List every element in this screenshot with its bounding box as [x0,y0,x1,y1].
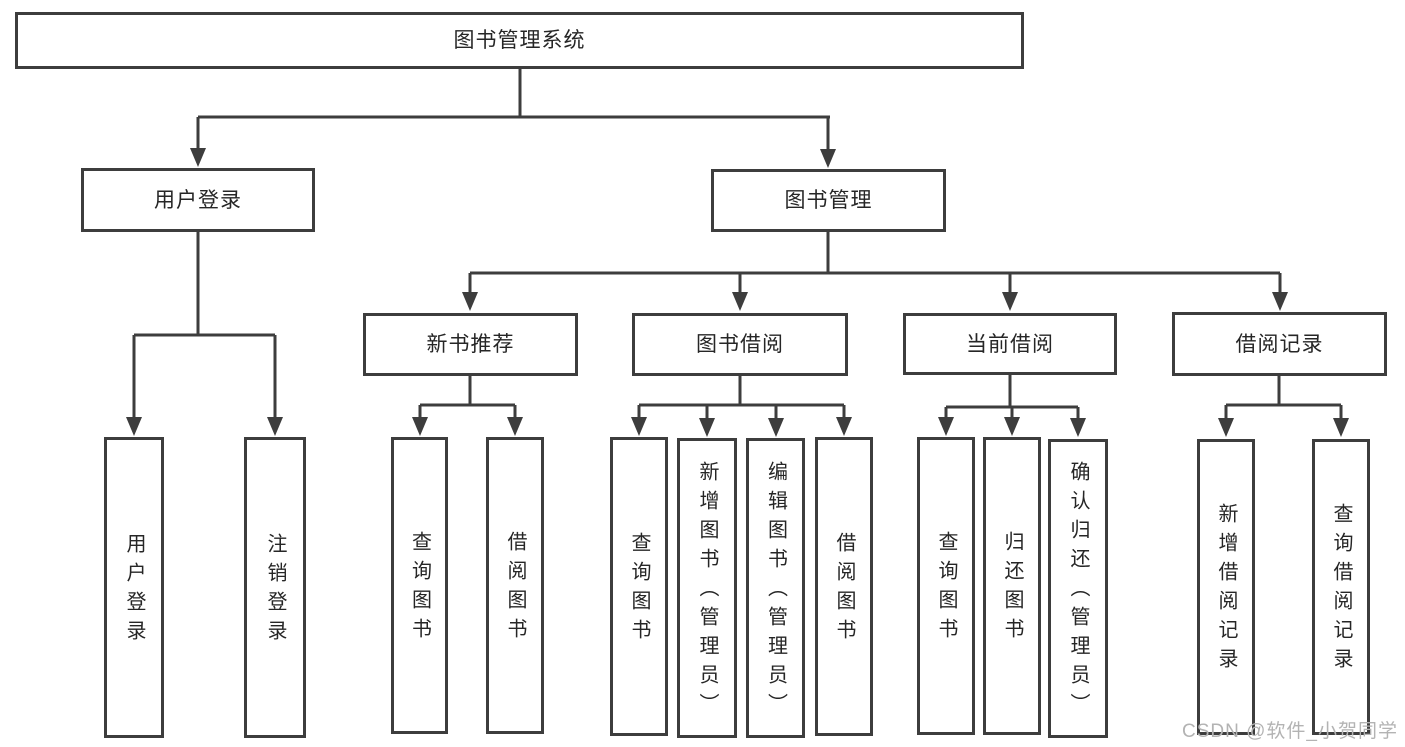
arrowhead [190,148,206,167]
node-current-borrowing: 当前借阅 [903,313,1117,375]
connector-book-management-children [468,232,1282,296]
connector-root [196,69,830,153]
leaf-cb-query-books: 查询图书 [917,437,975,735]
arrowhead [507,417,523,436]
leaf-user-login: 用户登录 [104,437,164,738]
arrowhead [768,418,784,437]
arrowhead [462,292,478,311]
node-book-borrowing: 图书借阅 [632,313,848,376]
leaf-bb-query-books: 查询图书 [610,437,668,736]
leaf-br-add-record: 新增借阅记录 [1197,439,1255,735]
arrowhead [1004,417,1020,436]
arrowhead [699,418,715,437]
arrowhead [631,417,647,436]
leaf-br-query-record: 查询借阅记录 [1312,439,1370,735]
connector-new-book-recommendation-children [418,376,517,422]
arrowhead [1002,292,1018,311]
leaf-cb-return-books: 归还图书 [983,437,1041,735]
arrowhead [1218,418,1234,437]
node-user-login: 用户登录 [81,168,315,232]
leaf-logout: 注销登录 [244,437,306,738]
connector-borrowing-records-children [1224,376,1343,422]
leaf-nbr-borrow-books: 借阅图书 [486,437,544,734]
arrowhead [1070,418,1086,437]
arrowhead [820,149,836,168]
arrowheads [126,148,1349,437]
leaf-nbr-query-books: 查询图书 [391,437,448,734]
leaf-bb-edit-book-admin: 编辑图书（管理员） [746,438,805,738]
connector-book-borrowing-children [637,376,846,422]
node-root: 图书管理系统 [15,12,1024,69]
arrowhead [836,417,852,436]
node-new-book-recommendation: 新书推荐 [363,313,578,376]
leaf-bb-add-book-admin: 新增图书（管理员） [677,438,737,738]
arrowhead [1333,418,1349,437]
arrowhead [732,292,748,311]
leaf-cb-confirm-return-admin: 确认归还（管理员） [1048,439,1108,738]
node-book-management: 图书管理 [711,169,946,232]
leaf-bb-borrow-books: 借阅图书 [815,437,873,736]
csdn-watermark: CSDN @软件_小贺同学 [1182,721,1398,742]
connector-user-login-children [132,232,277,422]
arrowhead [1272,292,1288,311]
arrowhead [126,417,142,436]
connector-current-borrowing-children [944,375,1080,422]
arrowhead [267,417,283,436]
arrowhead [938,417,954,436]
arrowhead [412,417,428,436]
node-borrowing-records: 借阅记录 [1172,312,1387,376]
